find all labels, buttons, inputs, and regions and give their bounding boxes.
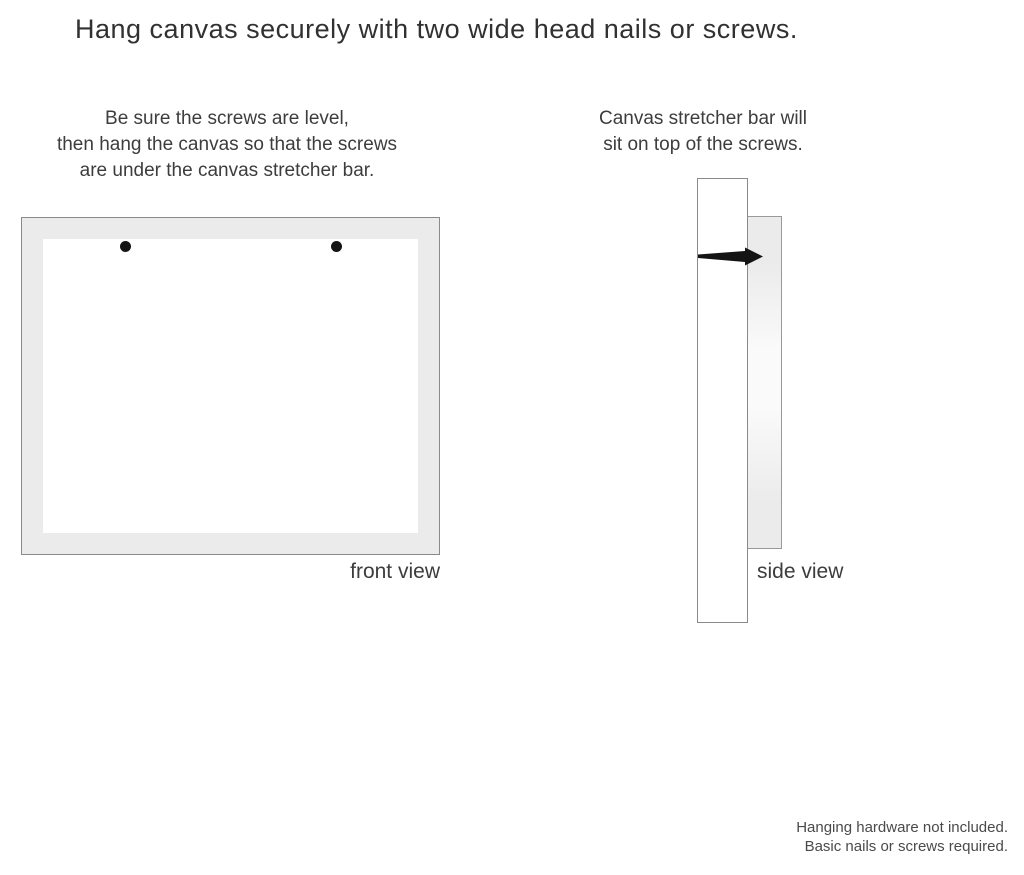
side-view-instruction: Canvas stretcher bar will sit on top of …	[553, 106, 853, 158]
instruction-line: Be sure the screws are level,	[105, 108, 349, 129]
side-view-label: side view	[757, 560, 844, 583]
hardware-disclaimer: Hanging hardware not included. Basic nai…	[796, 818, 1008, 856]
instruction-line: are under the canvas stretcher bar.	[79, 160, 375, 181]
front-view-label: front view	[350, 560, 440, 583]
nail-head-dot-left	[120, 241, 131, 252]
front-view-instruction: Be sure the screws are level, then hang …	[27, 106, 427, 184]
nail-icon	[698, 247, 763, 266]
nail-head-dot-right	[331, 241, 342, 252]
instruction-line: sit on top of the screws.	[603, 134, 803, 155]
disclaimer-line: Basic nails or screws required.	[804, 838, 1008, 855]
disclaimer-line: Hanging hardware not included.	[796, 819, 1008, 836]
front-view-canvas-frame	[21, 217, 440, 555]
instruction-line: then hang the canvas so that the screws	[56, 134, 398, 155]
front-view-canvas-face	[43, 239, 418, 533]
instruction-line: Canvas stretcher bar will	[598, 108, 808, 129]
page-title: Hang canvas securely with two wide head …	[75, 14, 798, 44]
